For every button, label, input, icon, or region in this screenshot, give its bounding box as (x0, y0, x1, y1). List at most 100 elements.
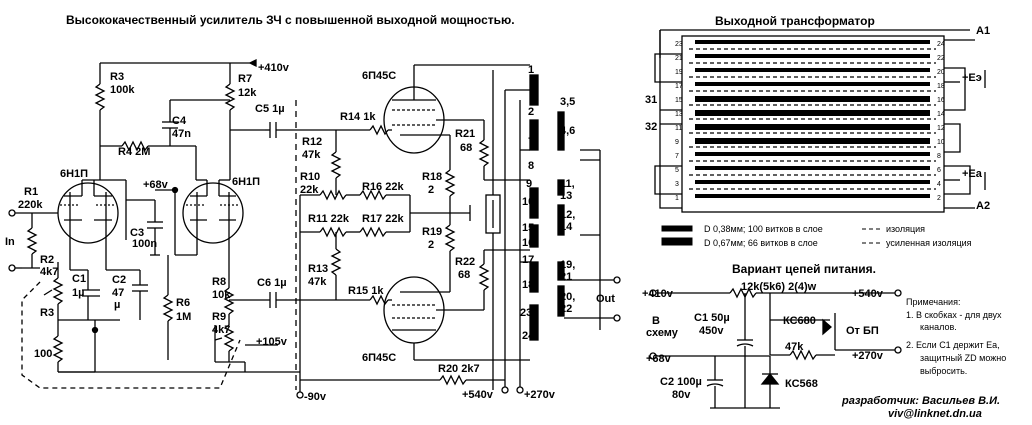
r16-label: R16 22k (362, 181, 404, 193)
author-credit: разработчик: Васильев В.И. (841, 395, 1000, 407)
note-2a: 2. Если C1 держит Ea, (906, 340, 1000, 350)
terminal-ea: +Eа (962, 168, 983, 180)
winding-connection (654, 53, 682, 83)
svg-text:12,: 12, (560, 209, 575, 221)
r21-value: 68 (460, 142, 472, 154)
left-pin-number: 7 (675, 153, 679, 160)
power-c1-voltage: 450v (699, 325, 724, 337)
r3-value: 100 (34, 348, 52, 360)
to-circuit-2: схему (646, 327, 679, 339)
right-pin-number: 20 (937, 69, 945, 76)
to-circuit-1: В (652, 315, 660, 327)
r15-label: R15 1k (348, 285, 384, 297)
right-pin-number: 10 (937, 139, 945, 146)
r4-label: R4 2M (118, 146, 150, 158)
svg-text:15: 15 (522, 222, 534, 234)
output-stage (296, 64, 621, 399)
winding-connection (654, 165, 682, 195)
r12-value: 47k (302, 149, 321, 161)
input-stage (8, 58, 336, 390)
left-pin-number: 11 (675, 125, 682, 132)
r22-value: 68 (458, 269, 470, 281)
svg-text:8: 8 (528, 160, 534, 172)
r6-label: R6 (176, 297, 190, 309)
c3-value: 100n (132, 238, 157, 250)
rail-410v: +410v (258, 62, 290, 74)
left-pin-number: 17 (675, 83, 683, 90)
c4-value: 47n (172, 128, 191, 140)
secondary-pin-labels: 3,5 4,6 11, 13 12, 14 19, 21 20, 22 (560, 96, 575, 315)
left-pin-number: 19 (675, 69, 683, 76)
c5-label: C5 1µ (255, 103, 285, 115)
svg-text:3,5: 3,5 (560, 96, 575, 108)
note-2b: защитный ZD можно (920, 353, 1006, 363)
r2-label: R2 (40, 254, 54, 266)
svg-text:18: 18 (522, 279, 534, 291)
transformer-title: Выходной трансформатор (715, 14, 875, 28)
winding-layer (695, 40, 930, 44)
terminal-31: 31 (645, 94, 657, 106)
svg-text:20,: 20, (560, 291, 575, 303)
winding-layer (695, 194, 930, 198)
left-pin-number: 1 (675, 195, 679, 202)
winding-layer (695, 138, 930, 144)
left-pin-number: 21 (675, 55, 683, 62)
author-email: viv@linknet.dn.ua (888, 408, 982, 420)
power-title: Вариант цепей питания. (732, 262, 876, 276)
r12-label: R12 (302, 136, 322, 148)
rail-105v: +105v (256, 336, 288, 348)
r10-label: R10 (300, 171, 320, 183)
winding-layer (695, 180, 930, 184)
r14-label: R14 1k (340, 111, 376, 123)
r9-value: 4k7 (212, 324, 230, 336)
r20-label: R20 2k7 (438, 363, 480, 375)
r2-value: 4k7 (40, 266, 58, 278)
power-47k: 47k (785, 341, 804, 353)
right-pin-number: 24 (937, 41, 945, 48)
power-c2: C2 100µ (660, 376, 702, 388)
right-pin-number: 12 (937, 125, 945, 132)
r11-label: R11 22k (308, 213, 350, 225)
note-1a: 1. В скобках - для двух (906, 310, 1002, 320)
winding-layer (695, 82, 930, 86)
c1-label: C1 (72, 273, 86, 285)
rail-minus90v: -90v (304, 391, 327, 403)
left-pin-number: 9 (675, 139, 679, 146)
left-pin-number: 13 (675, 111, 683, 118)
r6-value: 1M (176, 311, 191, 323)
svg-text:9: 9 (526, 178, 532, 190)
winding-connection (944, 67, 966, 111)
winding-layer (695, 96, 930, 102)
tube-6p45s-top: 6П45С (362, 70, 396, 82)
r1-label: R1 (24, 186, 38, 198)
power-resistor: 12k(5k6) 2(4)w (741, 281, 817, 293)
svg-text:4,6: 4,6 (560, 125, 575, 137)
rail-270v: +270v (524, 389, 556, 401)
primary-pin-labels: 1 2 7 8 9 10 15 16 17 18 23 24 (520, 64, 535, 342)
winding-layer (695, 152, 930, 156)
c4-label: C4 (172, 115, 187, 127)
transformer-winding-diagram (654, 29, 986, 213)
r19-label: R19 (422, 226, 442, 238)
power-c1: C1 50µ (694, 312, 730, 324)
left-pin-number: 3 (675, 181, 679, 188)
left-pin-number: 5 (675, 167, 679, 174)
left-pin-number: 23 (675, 41, 683, 48)
svg-text:22: 22 (560, 303, 572, 315)
from-psu: От БП (846, 325, 879, 337)
c6-label: C6 1µ (257, 277, 287, 289)
notes-heading: Примечания: (906, 297, 960, 307)
power-zd1: КС680 (783, 315, 816, 327)
c2-unit: µ (114, 299, 120, 311)
note-2c: выбросить. (920, 366, 967, 376)
power-zd2: КС568 (785, 378, 818, 390)
input-label: In (5, 236, 15, 248)
winding-layer (695, 68, 930, 72)
note-1b: каналов. (920, 322, 957, 332)
legend-insulation: изоляция (886, 224, 925, 234)
c2-label: C2 (112, 274, 126, 286)
right-pin-number: 22 (937, 55, 945, 62)
